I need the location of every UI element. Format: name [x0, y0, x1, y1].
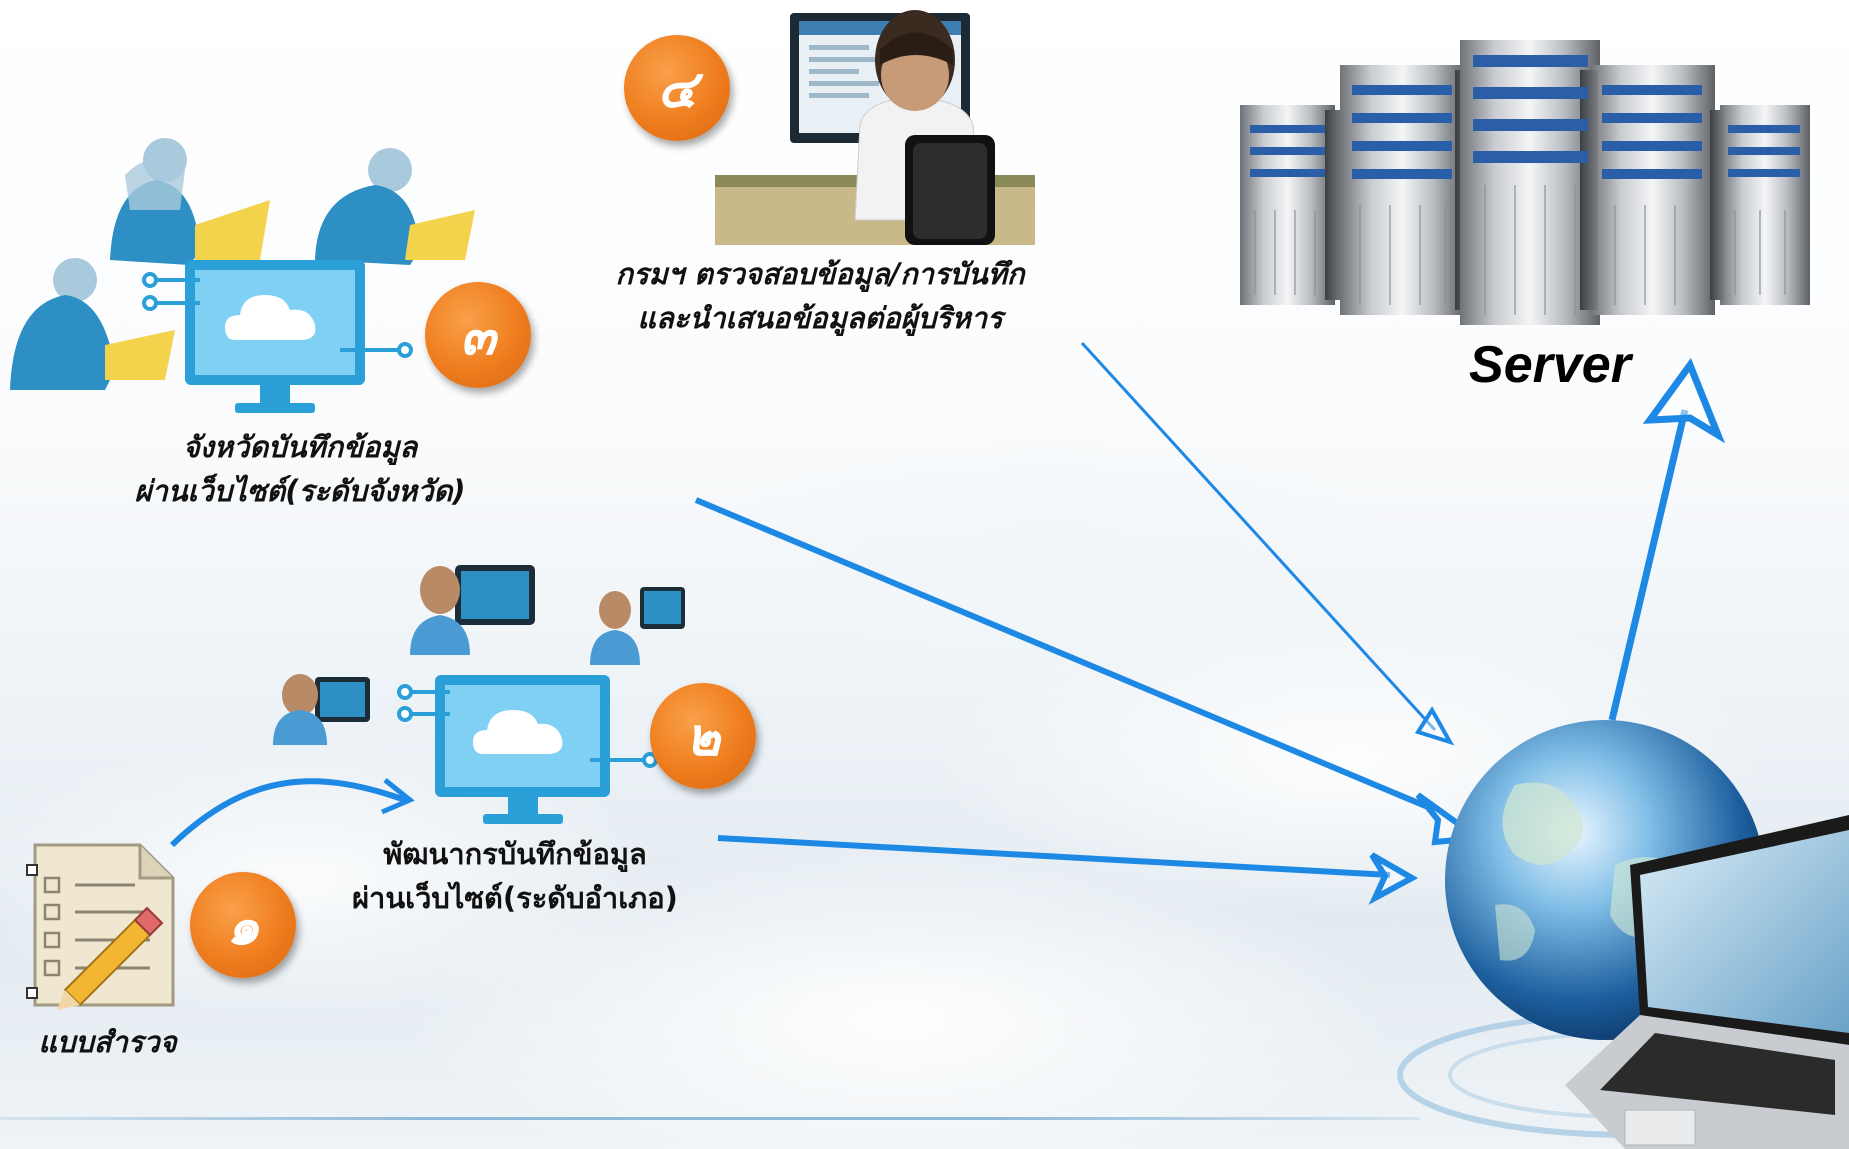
step-4-label: กรมฯ ตรวจสอบข้อมูล/การบันทึก และนำเสนอข้… — [615, 257, 1025, 335]
globe-laptop-icon — [1397, 720, 1849, 1149]
step-4-badge: ๔ — [624, 35, 730, 141]
step-1-label: แบบสำรวจ — [38, 1025, 177, 1059]
arrow-district-to-globe — [717, 835, 1391, 878]
user-at-computer-icon — [273, 565, 685, 745]
arrowhead-server — [1642, 357, 1726, 444]
arrow-survey-to-district — [169, 778, 406, 848]
server-rack-icon — [1240, 40, 1810, 325]
arrow-province-to-globe — [694, 497, 1437, 813]
arrowhead-department — [1414, 706, 1455, 746]
cloud-monitor-icon — [142, 260, 413, 413]
step-3-label: จังหวัดบันทึกข้อมูล ผ่านเว็บไซต์(ระดับจั… — [134, 430, 466, 508]
step-1-badge: ๑ — [190, 872, 296, 978]
arrow-department-to-globe — [1080, 341, 1437, 732]
cloud-monitor-icon — [397, 675, 658, 824]
business-people-icon — [10, 138, 475, 390]
arrowhead-district — [1368, 852, 1419, 905]
bottom-divider — [0, 1117, 1420, 1120]
step-2-badge: ๒ — [650, 683, 756, 789]
arrow-globe-to-server — [1608, 409, 1689, 721]
server-title: Server — [1469, 336, 1631, 394]
step-2-label: พัฒนากรบันทึกข้อมูล ผ่านเว็บไซต์(ระดับอำ… — [352, 837, 678, 915]
staff-at-desk-icon — [715, 10, 1035, 245]
step-3-badge: ๓ — [425, 282, 531, 388]
survey-form-icon — [26, 843, 175, 1010]
